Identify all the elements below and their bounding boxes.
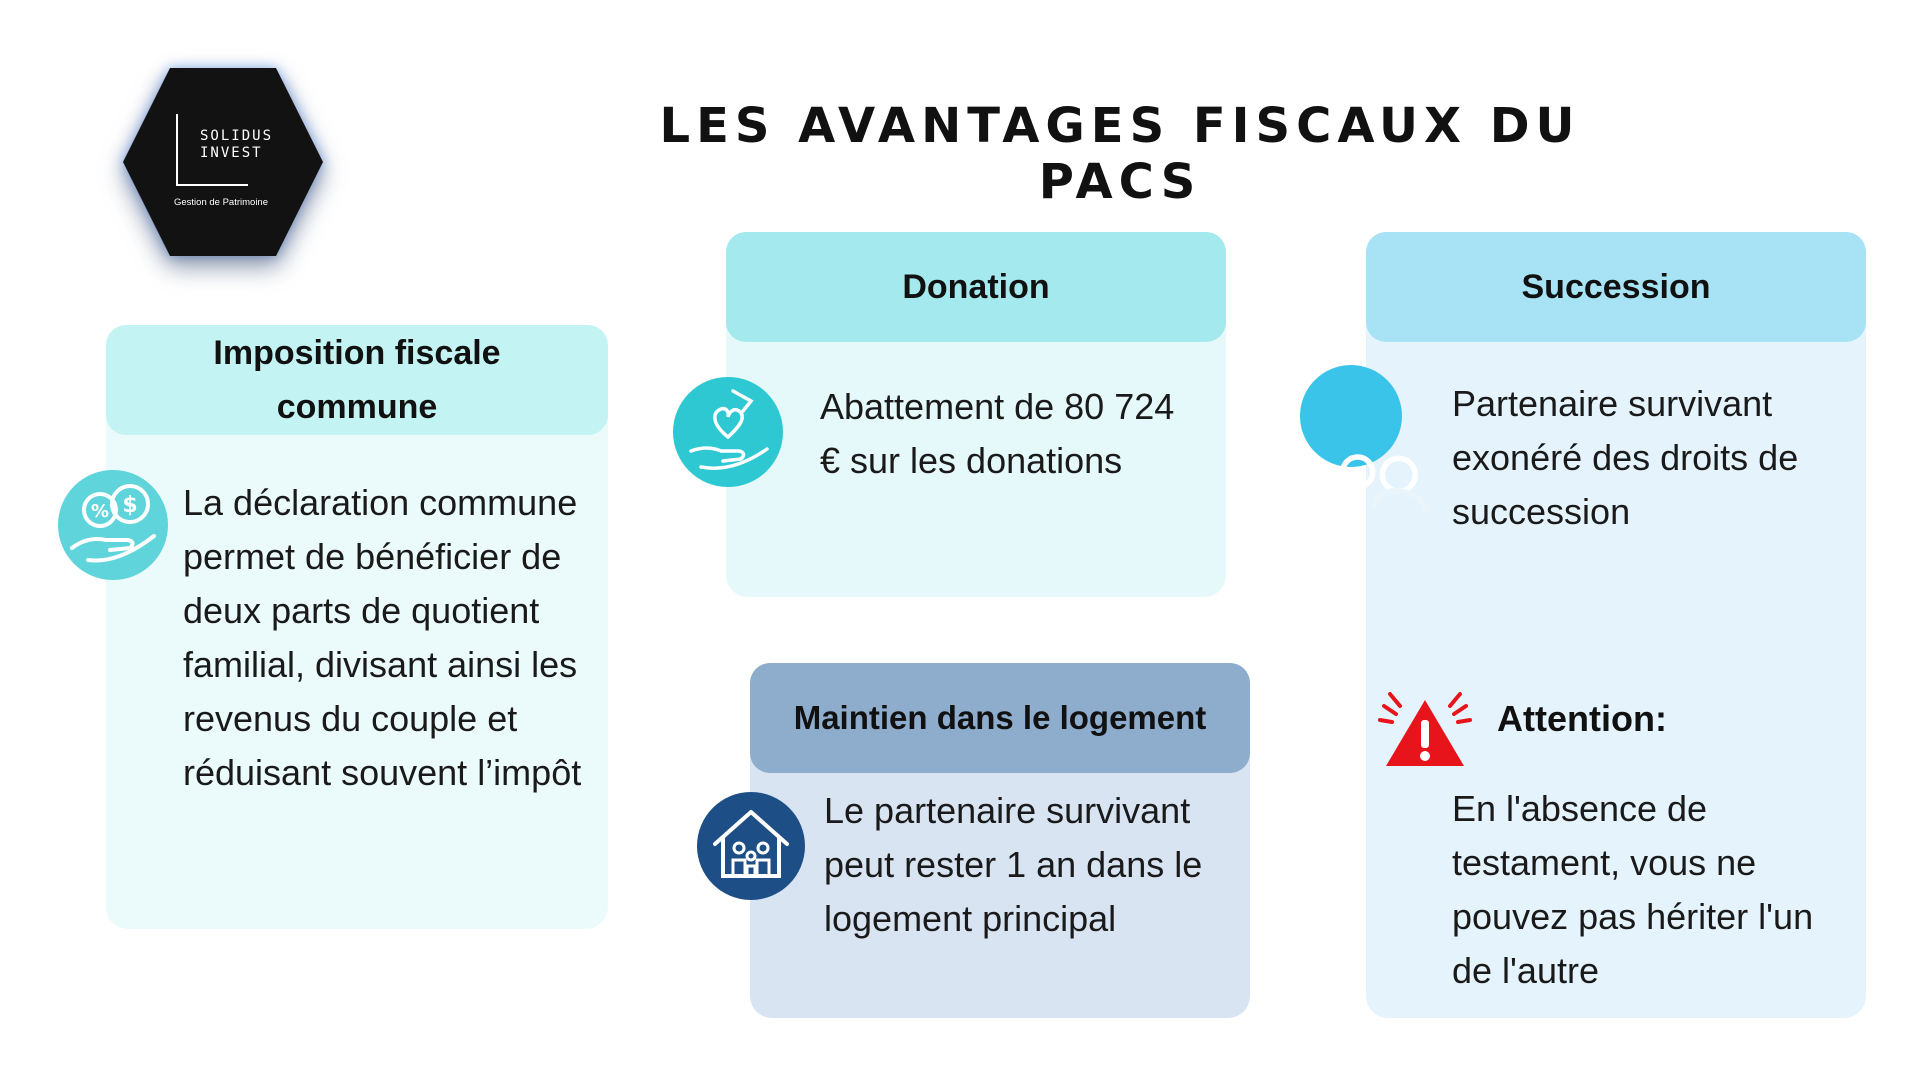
- svg-text:$: $: [122, 493, 137, 518]
- hexagon-logo-icon: [123, 68, 323, 256]
- company-logo: SOLIDUS INVEST Gestion de Patrimoine: [118, 62, 328, 262]
- attention-title: Attention:: [1497, 698, 1667, 739]
- imposition-heading-line-2: commune: [276, 388, 438, 426]
- succession-card-text: Partenaire survivant exonéré des droits …: [1452, 383, 1799, 532]
- svg-text:%: %: [91, 501, 109, 522]
- imposition-heading-line-1: Imposition fiscale: [213, 334, 501, 372]
- logo-tagline: Gestion de Patrimoine: [174, 197, 268, 208]
- family-house-icon: [697, 792, 805, 900]
- logo-line-1: SOLIDUS: [200, 128, 274, 144]
- imposition-card-text: La déclaration commune permet de bénéfic…: [183, 482, 582, 793]
- succession-card-heading: Succession: [1366, 232, 1866, 342]
- warning-triangle-icon: [1378, 690, 1472, 770]
- logement-card-heading: Maintien dans le logement: [750, 663, 1250, 773]
- succession-card: [1366, 232, 1866, 1018]
- logo-frame: [176, 114, 248, 186]
- attention-text: En l'absence de testament, vous ne pouve…: [1452, 788, 1814, 991]
- page-title: LES AVANTAGES FISCAUX DU PACS: [659, 98, 1581, 210]
- imposition-card-heading: Imposition fiscale commune: [106, 325, 608, 435]
- logo-line-2: INVEST: [200, 145, 263, 161]
- donation-card-text: Abattement de 80 724 € sur les donations: [820, 386, 1175, 481]
- money-hand-icon: % $: [58, 470, 168, 580]
- logement-card-text: Le partenaire survivant peut rester 1 an…: [824, 790, 1203, 939]
- people-icon: [1300, 365, 1429, 514]
- donation-hand-icon: [673, 377, 783, 487]
- donation-card-heading: Donation: [726, 232, 1226, 342]
